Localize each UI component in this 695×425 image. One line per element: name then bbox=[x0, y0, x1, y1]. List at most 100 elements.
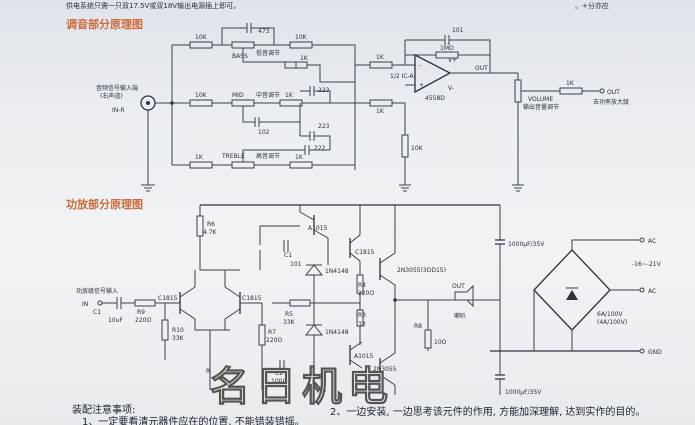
cap-1000uf-bottom bbox=[495, 374, 505, 380]
watermark-logo: 名日机电 bbox=[210, 363, 394, 410]
resistor-1k-mid bbox=[279, 99, 303, 107]
resistor-r9 bbox=[134, 299, 156, 307]
bass-control-label: 低音调节 bbox=[256, 49, 280, 57]
svg-text:101: 101 bbox=[452, 27, 464, 34]
opamp-vplus: V+ bbox=[448, 57, 457, 64]
diode-1n4148-b bbox=[304, 324, 324, 336]
resistor-r5 bbox=[289, 299, 311, 307]
resistor-10k-mid bbox=[189, 99, 213, 107]
notes-title: 装配注意事项: bbox=[72, 403, 135, 416]
resistor-10k-bass-right bbox=[289, 41, 313, 49]
svg-text:33K: 33K bbox=[283, 319, 296, 326]
svg-text:473: 473 bbox=[258, 28, 270, 35]
svg-text:222: 222 bbox=[314, 145, 326, 152]
opamp-triangle bbox=[414, 53, 452, 94]
svg-text:1K: 1K bbox=[195, 154, 204, 161]
svg-text:R6: R6 bbox=[207, 221, 215, 228]
ac-label-bottom: AC bbox=[648, 288, 656, 295]
resistor-r7 bbox=[258, 324, 266, 346]
svg-text:33K: 33K bbox=[172, 335, 185, 342]
svg-text:220O: 220O bbox=[135, 317, 151, 324]
gnd-label: GND bbox=[648, 349, 662, 356]
svg-text:R3: R3 bbox=[358, 312, 366, 319]
ac-terminal-top bbox=[639, 237, 645, 243]
svg-text:2N3055(3DD15): 2N3055(3DD15) bbox=[397, 267, 446, 274]
svg-text:R4: R4 bbox=[358, 282, 366, 289]
resistor-1k-treble-left bbox=[189, 161, 213, 169]
cap-c2 bbox=[279, 360, 285, 371]
input-ground bbox=[141, 110, 155, 192]
svg-text:R: R bbox=[206, 368, 210, 375]
ac-terminal-bottom bbox=[639, 287, 645, 293]
svg-text:100p: 100p bbox=[271, 378, 286, 385]
svg-text:1K: 1K bbox=[285, 92, 294, 99]
cap-101-feedback bbox=[444, 35, 450, 45]
resistor-r10 bbox=[161, 319, 169, 341]
svg-text:C2: C2 bbox=[275, 370, 283, 377]
svg-text:1MO: 1MO bbox=[440, 45, 454, 52]
cap-223-a bbox=[309, 86, 315, 96]
volume-label: VOLUME bbox=[528, 96, 553, 103]
svg-text:-: - bbox=[419, 62, 421, 69]
resistor-r8 bbox=[424, 329, 432, 349]
cap-1000uf-top bbox=[495, 239, 505, 245]
cap-c1-input bbox=[116, 297, 122, 309]
svg-text:C1815: C1815 bbox=[242, 295, 262, 302]
input-label-2: (右声道) bbox=[100, 92, 123, 100]
svg-text:10uF: 10uF bbox=[108, 317, 123, 324]
svg-text:102: 102 bbox=[258, 129, 270, 136]
svg-text:C1815: C1815 bbox=[158, 295, 178, 302]
svg-text:1N4148: 1N4148 bbox=[325, 329, 349, 336]
svg-text:1K: 1K bbox=[300, 55, 309, 62]
svg-text:223: 223 bbox=[318, 123, 330, 130]
svg-text:10K: 10K bbox=[195, 34, 208, 41]
treble-control-label: 高音调节 bbox=[256, 152, 280, 160]
top-right-fragment: 。+分亦应 bbox=[575, 1, 609, 10]
amp-section-title: 功放部分原理图 bbox=[66, 197, 143, 211]
volume-pot bbox=[514, 79, 522, 103]
svg-text:R7: R7 bbox=[268, 329, 276, 336]
treble-label: TREBLE bbox=[221, 153, 245, 160]
speaker-icon bbox=[454, 284, 474, 308]
cap-223-b bbox=[309, 131, 315, 141]
svg-text:1K: 1K bbox=[376, 54, 385, 61]
power-supply-note: 供电系统只需一只双17.5V或双18V输出电源插上即可。 bbox=[66, 1, 240, 10]
input-pin-label: IN-R bbox=[112, 107, 125, 114]
resistor-1k-mid-feed bbox=[369, 99, 393, 107]
resistor-10k-bass-left bbox=[189, 41, 213, 49]
notes-line-1: 1、一定要看清元器件应在的位置, 不能错装错摇。 bbox=[82, 415, 305, 425]
svg-text:R9: R9 bbox=[137, 309, 145, 316]
amp-in-pin: IN bbox=[82, 301, 88, 308]
ac-label-top: AC bbox=[648, 238, 656, 245]
svg-text:1N4148: 1N4148 bbox=[325, 268, 349, 275]
resistor-1mo-feedback bbox=[435, 51, 459, 59]
svg-text:1K: 1K bbox=[295, 154, 304, 161]
svg-text:220O: 220O bbox=[266, 337, 282, 344]
cap-102 bbox=[254, 117, 260, 127]
svg-text:2N3055: 2N3055 bbox=[373, 366, 397, 373]
tone-out-terminal bbox=[599, 88, 605, 94]
svg-text:C1: C1 bbox=[93, 309, 101, 316]
svg-text:4.7K: 4.7K bbox=[203, 229, 218, 236]
svg-text:1000μF/35V: 1000μF/35V bbox=[505, 389, 542, 396]
svg-text:220O: 220O bbox=[358, 290, 374, 297]
pot-bass bbox=[231, 41, 255, 49]
mid-control-label: 中音调节 bbox=[256, 91, 280, 99]
svg-text:A1015: A1015 bbox=[354, 353, 374, 360]
svg-text:10K: 10K bbox=[195, 92, 208, 99]
svg-text:A1015: A1015 bbox=[308, 225, 328, 232]
speaker-label: 喇叭 bbox=[454, 312, 466, 320]
svg-text:10O: 10O bbox=[434, 339, 447, 346]
bridge-rating-1: 6A/100V bbox=[597, 311, 623, 318]
svg-text:10K: 10K bbox=[411, 145, 424, 152]
opamp-label: 1/2 IC-A bbox=[390, 73, 415, 80]
svg-text:R5: R5 bbox=[285, 311, 293, 318]
notes-line-2: 2、一边安装, 一边思考该元件的作用, 方能加深理解, 达到实作的目的。 bbox=[330, 405, 645, 418]
svg-text:R: R bbox=[322, 387, 326, 394]
svg-text:R10: R10 bbox=[172, 327, 184, 334]
opamp-out-label: OUT bbox=[475, 65, 488, 72]
resistor-1k-treble-right bbox=[289, 161, 313, 169]
cap-222 bbox=[304, 145, 310, 155]
